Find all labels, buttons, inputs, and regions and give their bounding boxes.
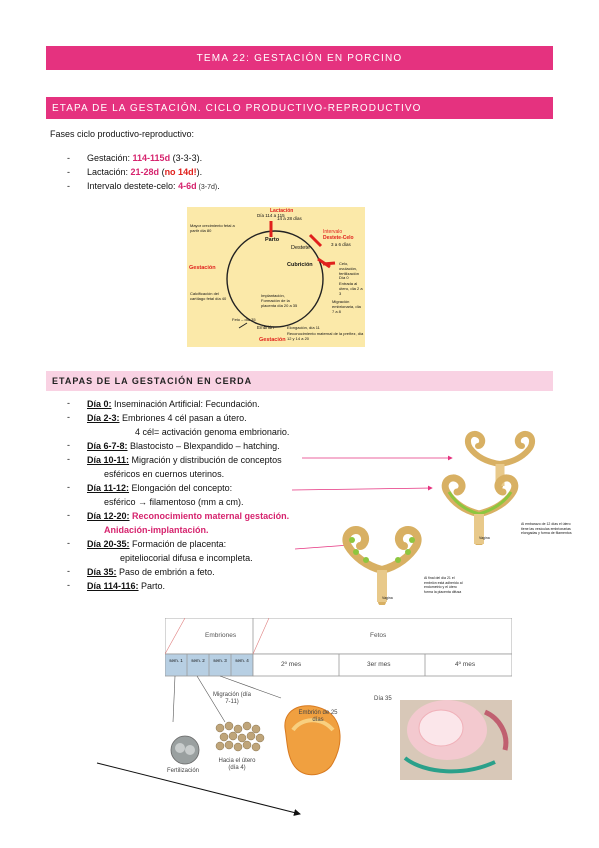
bullet-dash: - bbox=[67, 398, 70, 408]
month-cell: 3er mes bbox=[367, 661, 391, 668]
uterus-illustration-implanted: Al final del día 21 el embrión está adhe… bbox=[338, 520, 468, 606]
weaning-heat-label: Destete-Celo bbox=[323, 235, 354, 241]
page-title: TEMA 22: GESTACIÓN EN PORCINO bbox=[196, 52, 403, 64]
stage-day: Día 114-116: bbox=[87, 581, 139, 591]
bullet-dash: - bbox=[67, 440, 70, 450]
stage-continuation: Anidación-implantación. bbox=[104, 525, 209, 535]
day114-label: Día 114 a 115 bbox=[257, 213, 285, 218]
fetuses-header: Fetos bbox=[370, 632, 387, 639]
bullet-dash: - bbox=[67, 538, 70, 548]
fetus-day-label: Feto – día 35 bbox=[232, 317, 256, 322]
stage-day: Día 35: bbox=[87, 567, 117, 577]
phase-item: - Intervalo destete-celo: 4-6d (3-7d). bbox=[67, 181, 220, 191]
day0-label: Día 0 bbox=[339, 275, 349, 280]
day35-caption: Día 35 bbox=[374, 696, 392, 702]
stage-day: Día 10-11: bbox=[87, 455, 130, 465]
stage-continuation: esféricos en cuernos uterinos. bbox=[104, 469, 225, 479]
stage-text: Paso de embrión a feto. bbox=[116, 567, 215, 577]
page-title-banner: TEMA 22: GESTACIÓN EN PORCINO bbox=[46, 46, 553, 70]
month-cell: 2º mes bbox=[281, 661, 302, 668]
section-heading-cycle: ETAPA DE LA GESTACIÓN. CICLO PRODUCTIVO-… bbox=[46, 97, 553, 119]
stage-text: Formación de placenta: bbox=[129, 539, 227, 549]
gestation-timeline-figure: Embriones Fetos sem. 1 sem. 2 sem. 3 sem… bbox=[165, 618, 512, 780]
month-cell: 4º mes bbox=[455, 661, 476, 668]
bullet-dash: - bbox=[67, 580, 70, 590]
stage-day: Día 11-12: bbox=[87, 483, 130, 493]
vagina-label-2: Vagina bbox=[382, 596, 393, 600]
weaning-label: Destete bbox=[291, 245, 310, 251]
elongation-label: Elongación, día 11 bbox=[287, 325, 320, 330]
phase-item: - Gestación: 114-115d (3-3-3). bbox=[67, 153, 203, 163]
stage-text: Blastocisto – Blexpandido – hatching. bbox=[127, 441, 280, 451]
stage-text: Reconocimiento maternal gestación. bbox=[129, 511, 290, 521]
mating-label: Cubrición bbox=[287, 262, 313, 268]
heat-label: Celo, ovulación, fertilización bbox=[339, 261, 360, 276]
stage-text: Parto. bbox=[138, 581, 166, 591]
stage-day: Día 12-20: bbox=[87, 511, 130, 521]
bullet-dash: - bbox=[67, 566, 70, 576]
gestation-left-label: Gestación bbox=[189, 265, 216, 271]
recognition-label: Reconocimiento maternal de la preñez, dí… bbox=[287, 331, 364, 341]
stage-item: Día 0: Inseminación Artificial: Fecundac… bbox=[87, 398, 260, 410]
birth-label: Parto bbox=[265, 237, 280, 243]
uterus-caption-2: Al final del día 21 el embrión está adhe… bbox=[424, 576, 463, 594]
stage-item: Día 10-11: Migración y distribución de c… bbox=[87, 454, 282, 466]
stage-day: Día 20-35: bbox=[87, 539, 130, 549]
stage-item: Día 2-3: Embriones 4 cél pasan a útero. bbox=[87, 412, 247, 424]
embryo-label: Embrión bbox=[257, 325, 274, 330]
implantation-label: Implantación, Formación de la placenta d… bbox=[261, 293, 298, 308]
stage-item: Día 35: Paso de embrión a feto. bbox=[87, 566, 215, 578]
stage-day: Día 2-3: bbox=[87, 413, 120, 423]
lactation-label: Lactación bbox=[270, 208, 294, 214]
lactation-days: 14 a 28 días bbox=[277, 216, 302, 221]
stage-day: Día 0: bbox=[87, 399, 112, 409]
stage-text: Elongación del concepto: bbox=[129, 483, 233, 493]
stage-text: Inseminación Artificial: Fecundación. bbox=[111, 399, 260, 409]
fetal-growth-label: Mayor crecimiento fetal a partir día 80 bbox=[190, 223, 235, 233]
stage-item: Día 6-7-8: Blastocisto – Blexpandido – h… bbox=[87, 440, 280, 452]
phase-item: - Lactación: 21-28d (no 14d!). bbox=[67, 167, 203, 177]
stage-item: Día 12-20: Reconocimiento maternal gesta… bbox=[87, 510, 289, 522]
stage-item: Día 114-116: Parto. bbox=[87, 580, 165, 592]
stage-continuation: 4 cél= activación genoma embrionario. bbox=[135, 427, 290, 437]
calcification-label: Calcificación del cartílago fetal día 40 bbox=[190, 291, 227, 301]
phases-intro: Fases ciclo productivo-reproductivo: bbox=[50, 129, 195, 139]
vagina-label-1: Vagina bbox=[479, 536, 490, 540]
section-heading-stages: ETAPAS DE LA GESTACIÓN EN CERDA bbox=[46, 371, 553, 391]
stage-continuation: epiteliocorial difusa e incompleta. bbox=[120, 553, 253, 563]
embryos-header: Embriones bbox=[205, 632, 237, 639]
stage-text: Migración y distribución de conceptos bbox=[129, 455, 282, 465]
bullet-dash: - bbox=[67, 454, 70, 464]
migration-caption: Migración (día 7-11) bbox=[212, 692, 251, 705]
week-cell: sem. 1 bbox=[169, 658, 183, 663]
reproductive-cycle-diagram: Lactación 14 a 28 días Día 114 a 115 Par… bbox=[187, 207, 365, 347]
interval-label: Intervalo bbox=[323, 229, 343, 235]
stage-continuation: esférico → filamentoso (mm a cm). bbox=[104, 497, 244, 507]
stage-item: Día 11-12: Elongación del concepto: bbox=[87, 482, 232, 494]
bullet-dash: - bbox=[67, 510, 70, 520]
uterus-entry-label: Entrada al útero, día 2 a 3 bbox=[339, 281, 363, 296]
fertilization-caption: Fertilización bbox=[167, 768, 200, 774]
stage-day: Día 6-7-8: bbox=[87, 441, 128, 451]
uterus-illustration-elongated: Al embarazo de 12 días el útero tiene la… bbox=[435, 470, 575, 548]
gestation-bottom-label: Gestación bbox=[259, 337, 286, 343]
bullet-dash: - bbox=[67, 482, 70, 492]
week-cell: sem. 2 bbox=[191, 658, 205, 663]
bullet-dash: - bbox=[67, 412, 70, 422]
section-title: ETAPA DE LA GESTACIÓN. CICLO PRODUCTIVO-… bbox=[52, 102, 422, 114]
embryo25-caption: Embrión de 25 días bbox=[298, 710, 338, 723]
week-cell: sem. 3 bbox=[213, 658, 227, 663]
uterus-caption-1: Al embarazo de 12 días el útero tiene la… bbox=[521, 522, 572, 535]
section-title: ETAPAS DE LA GESTACIÓN EN CERDA bbox=[52, 376, 253, 386]
interval-days: 3 a 6 días bbox=[331, 242, 351, 247]
week-cell: sem. 4 bbox=[235, 658, 249, 663]
stage-item: Día 20-35: Formación de placenta: bbox=[87, 538, 226, 550]
migration-label: Migración embrionaria, día 7 a 8 bbox=[332, 299, 361, 314]
stage-text: Embriones 4 cél pasan a útero. bbox=[119, 413, 247, 423]
toward-uterus-caption: Hacia el útero (día 4) bbox=[218, 758, 256, 771]
